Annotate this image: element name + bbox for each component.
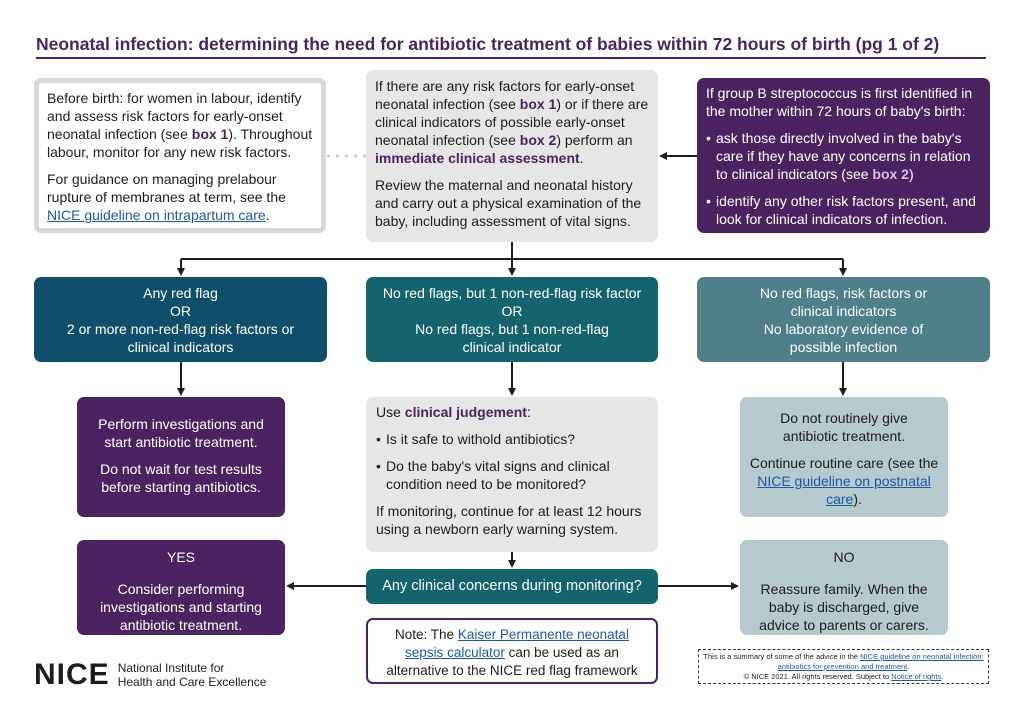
no-infection-line-2: No laboratory evidence of possible infec…	[763, 320, 924, 355]
notice-of-rights-link[interactable]: Notice of rights	[891, 672, 942, 681]
logo-line-2: Health and Care Excellence	[117, 675, 267, 689]
clinical-concerns-box: Any clinical concerns during monitoring?	[366, 569, 658, 604]
no-label: NO	[833, 549, 855, 565]
before-birth-text: Before birth: for women in labour, ident…	[47, 90, 302, 142]
copyright-text: © NICE 2021. All rights reserved. Subjec…	[743, 672, 892, 681]
perform-text-2: Do not wait for test results before star…	[100, 461, 262, 495]
yes-label: YES	[166, 549, 195, 565]
box2-ref: box 2	[519, 132, 557, 148]
sepsis-calculator-note: Note: The Kaiser Permanente neonatal sep…	[366, 618, 658, 684]
before-birth-box: Before birth: for women in labour, ident…	[34, 78, 326, 233]
sepsis-calculator-link[interactable]: Kaiser Permanente neonatal sepsis calcul…	[405, 627, 629, 660]
judgement-question-1: •Is it safe to withold antibiotics?	[376, 431, 576, 447]
note-text: Note: The	[395, 627, 458, 642]
gbs-bullet-1: •ask those directly involved in the baby…	[706, 130, 971, 182]
assessment-text: If there are any risk factors for early-…	[375, 78, 635, 112]
yes-text: Consider performing investigations and s…	[100, 581, 262, 633]
box1-ref: box 1	[191, 126, 229, 142]
routine-care-text-end: ).	[853, 491, 862, 507]
gbs-heading: If group B streptococcus is first identi…	[706, 85, 973, 119]
neonatal-guideline-link[interactable]: NICE guideline on neonatal infection: an…	[777, 652, 984, 671]
judgement-question-2: •Do the baby's vital signs and clinical …	[376, 457, 648, 493]
perform-investigations-box: Perform investigations and start antibio…	[77, 397, 285, 517]
postnatal-guideline-link[interactable]: NICE guideline on postnatal care	[757, 473, 931, 507]
intrapartum-text-end: .	[265, 207, 270, 223]
no-text: Reassure family. When the baby is discha…	[759, 581, 929, 633]
gbs-bullet-1-text: ask those directly involved in the baby'…	[716, 130, 971, 182]
box1-ref: box 1	[519, 96, 557, 112]
red-flag-line-1: Any red flag	[143, 284, 218, 301]
red-flag-box: Any red flag OR 2 or more non-red-flag r…	[34, 277, 327, 362]
no-red-flag-line-3: No red flags, but 1 non-red-flag clinica…	[415, 320, 609, 355]
red-flag-or: OR	[170, 302, 191, 319]
no-box: NO Reassure family. When the baby is dis…	[740, 540, 948, 635]
judgement-intro-end: :	[526, 404, 531, 420]
perform-text-1: Perform investigations and start antibio…	[98, 416, 264, 450]
gbs-bullet-2: •identify any other risk factors present…	[706, 192, 981, 228]
logo-line-1: National Institute for	[117, 661, 225, 675]
clinical-assessment-box: If there are any risk factors for early-…	[366, 70, 658, 242]
judgement-q1-text: Is it safe to withold antibiotics?	[386, 431, 576, 447]
note-text-end: can be used as an alternative to the NIC…	[386, 645, 638, 678]
no-red-flag-box: No red flags, but 1 non-red-flag risk fa…	[366, 277, 658, 362]
footer-notice: This is a summary of some of the advice …	[698, 649, 989, 684]
no-red-flag-line-1: No red flags, but 1 non-red-flag risk fa…	[382, 284, 642, 301]
judgement-intro: Use	[376, 404, 405, 420]
box2-ref: box 2	[872, 166, 909, 182]
immediate-assessment-term: immediate clinical assessment	[375, 150, 580, 166]
no-infection-box: No red flags, risk factors or clinical i…	[697, 277, 990, 362]
do-not-text: Do not routinely give antibiotic treatme…	[780, 410, 908, 444]
no-infection-line-1: No red flags, risk factors or clinical i…	[759, 284, 928, 319]
clinical-judgement-box: Use clinical judgement: •Is it safe to w…	[366, 397, 658, 552]
group-b-strep-box: If group B streptococcus is first identi…	[697, 78, 990, 233]
gbs-bullet-1-end: )	[908, 166, 914, 182]
routine-care-text: Continue routine care (see the	[749, 455, 939, 471]
gbs-bullet-2-text: identify any other risk factors present,…	[716, 193, 976, 227]
judgement-q2-text: Do the baby's vital signs and clinical c…	[386, 458, 610, 492]
assessment-text-3: ) perform an	[556, 132, 633, 148]
do-not-give-box: Do not routinely give antibiotic treatme…	[740, 397, 948, 517]
intrapartum-guideline-link[interactable]: NICE guideline on intrapartum care	[47, 207, 266, 223]
page-title: Neonatal infection: determining the need…	[36, 34, 986, 59]
assessment-text-2: ) or if there are clinical indicators of…	[375, 96, 649, 148]
logo-wordmark: NICE	[34, 658, 110, 691]
no-red-flag-or: OR	[501, 302, 523, 319]
copyright-end: .	[941, 672, 944, 681]
review-history-text: Review the maternal and neonatal history…	[375, 177, 642, 229]
monitoring-text: If monitoring, continue for at least 12 …	[376, 503, 642, 537]
yes-box: YES Consider performing investigations a…	[77, 540, 285, 635]
footer-text: This is a summary of some of the advice …	[703, 652, 861, 661]
red-flag-line-3: 2 or more non-red-flag risk factors or c…	[66, 320, 295, 355]
clinical-judgement-term: clinical judgement	[404, 404, 527, 420]
assessment-text-end: .	[579, 150, 584, 166]
footer-text-end: .	[907, 662, 910, 671]
before-birth-text-end: ). Throughout labour, monitor for any ne…	[47, 126, 313, 160]
intrapartum-text: For guidance on managing prelabour ruptu…	[47, 171, 286, 205]
